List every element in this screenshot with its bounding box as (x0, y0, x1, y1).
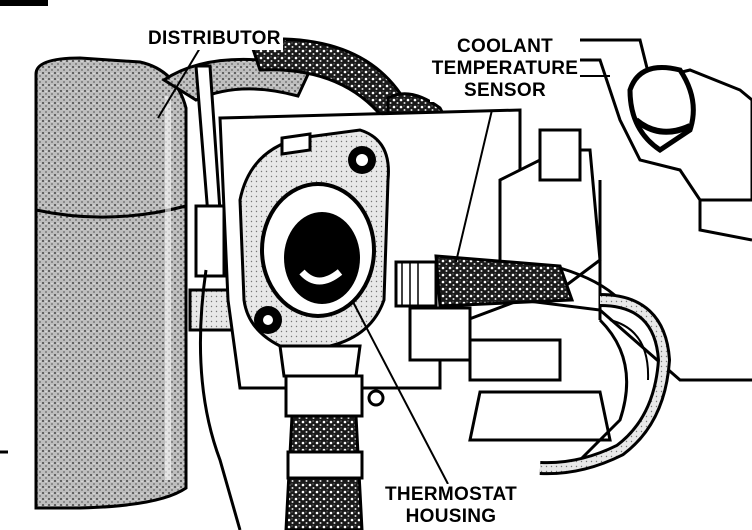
lower-hose (284, 374, 385, 530)
coolant-label-line-3: SENSOR (430, 80, 580, 102)
vacuum-line (198, 269, 242, 530)
distributor-label: DISTRIBUTOR (146, 28, 283, 50)
coolant-temperature-sensor-label: COOLANT TEMPERATURE SENSOR (430, 36, 580, 102)
thermostat-label-line-2: HOUSING (405, 506, 497, 527)
coolant-label-line-1: COOLANT (430, 36, 580, 58)
thermostat-housing-part (238, 128, 390, 378)
thermostat-label-line-1: THERMOSTAT (384, 484, 518, 505)
thermostat-housing-label: THERMOSTAT HOUSING (376, 484, 526, 528)
header-rule (0, 0, 48, 6)
coolant-sensor-part (394, 254, 622, 308)
coolant-label-line-2: TEMPERATURE (430, 58, 580, 80)
upper-right-pipes (568, 38, 752, 242)
canister (34, 56, 188, 510)
wire-harness (539, 293, 672, 476)
